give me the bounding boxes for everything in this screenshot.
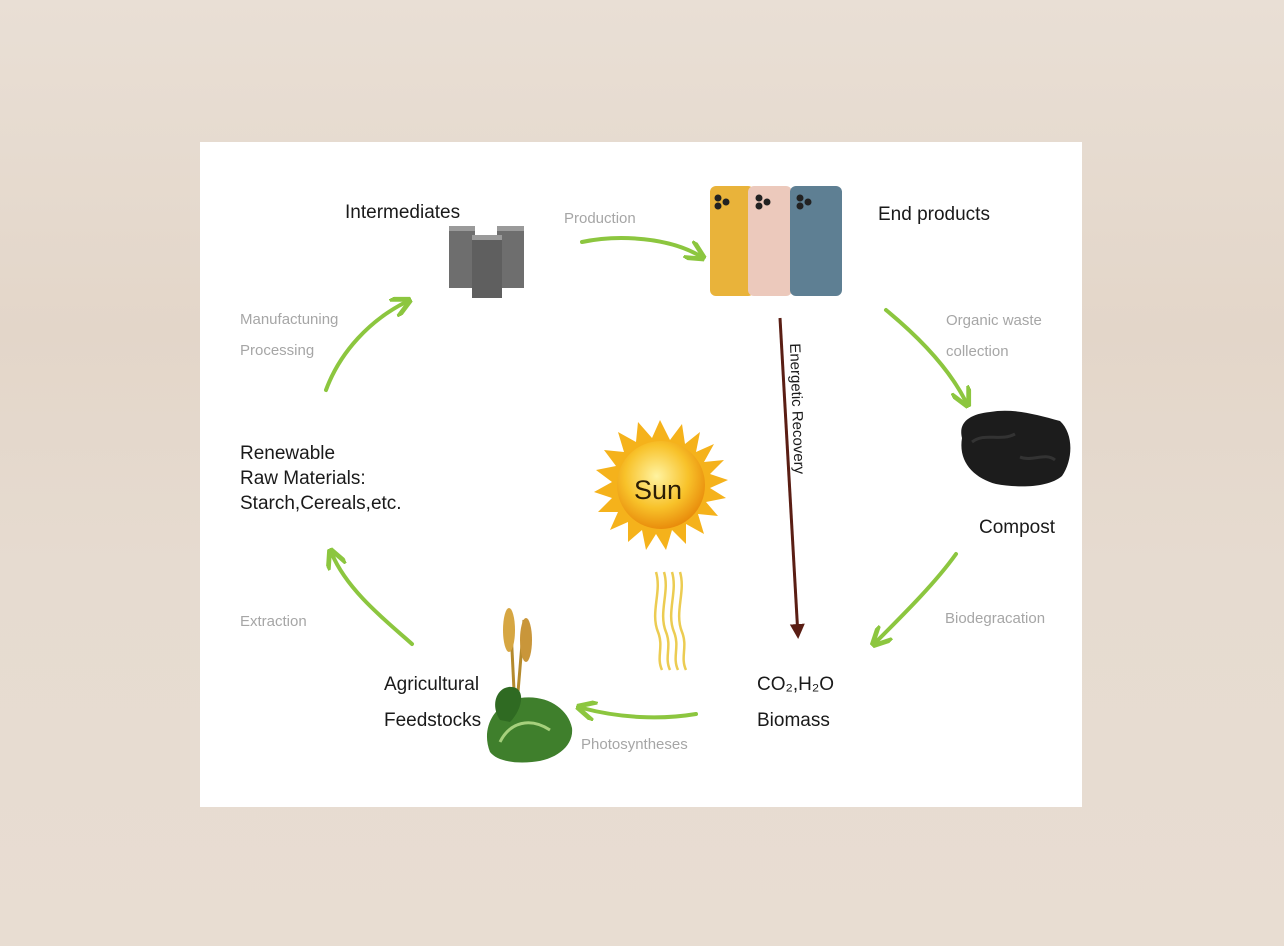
label-starch-cereals: Starch,Cereals,etc. <box>240 493 402 514</box>
phone-cases-icon <box>710 186 842 296</box>
label-feedstocks: Feedstocks <box>384 710 482 731</box>
label-co2-h2o: CO₂,H₂O <box>757 674 835 695</box>
arrow-photosyntheses <box>582 708 698 717</box>
sun-icon <box>594 420 728 550</box>
label-raw-materials: Raw Materials: <box>240 468 366 489</box>
label-agricultural: Agricultural <box>384 674 480 695</box>
label-sun: Sun <box>634 475 683 505</box>
label-end-products: End products <box>878 204 990 225</box>
label-processing: Processing <box>240 342 315 359</box>
label-collection: collection <box>946 343 1009 360</box>
intermediates-icon <box>449 226 524 298</box>
sun-rays-icon <box>653 571 688 671</box>
arrow-production <box>580 236 700 256</box>
arrow-energetic-recovery <box>778 317 805 639</box>
arrow-manufacturing <box>324 302 406 392</box>
label-extraction: Extraction <box>240 613 307 630</box>
diagram-graphics <box>324 186 1071 763</box>
label-photosyntheses: Photosyntheses <box>581 736 688 753</box>
label-production: Production <box>564 210 636 227</box>
label-intermediates: Intermediates <box>345 202 461 223</box>
label-renewable: Renewable <box>240 443 336 464</box>
arrow-extraction <box>332 554 414 646</box>
arrow-organic-waste <box>884 308 966 402</box>
diagram-panel: Intermediates End products Compost CO₂,H… <box>200 142 1082 807</box>
crops-icon <box>486 608 573 763</box>
arrow-biodegradation <box>876 552 958 642</box>
label-compost: Compost <box>979 517 1056 538</box>
label-biodegradation: Biodegracation <box>945 610 1046 627</box>
label-organic-waste: Organic waste <box>946 312 1042 329</box>
label-biomass: Biomass <box>757 710 830 731</box>
cycle-arrows <box>324 236 966 717</box>
label-manufacturing: Manufactuning <box>240 311 339 328</box>
compost-icon <box>961 410 1071 487</box>
